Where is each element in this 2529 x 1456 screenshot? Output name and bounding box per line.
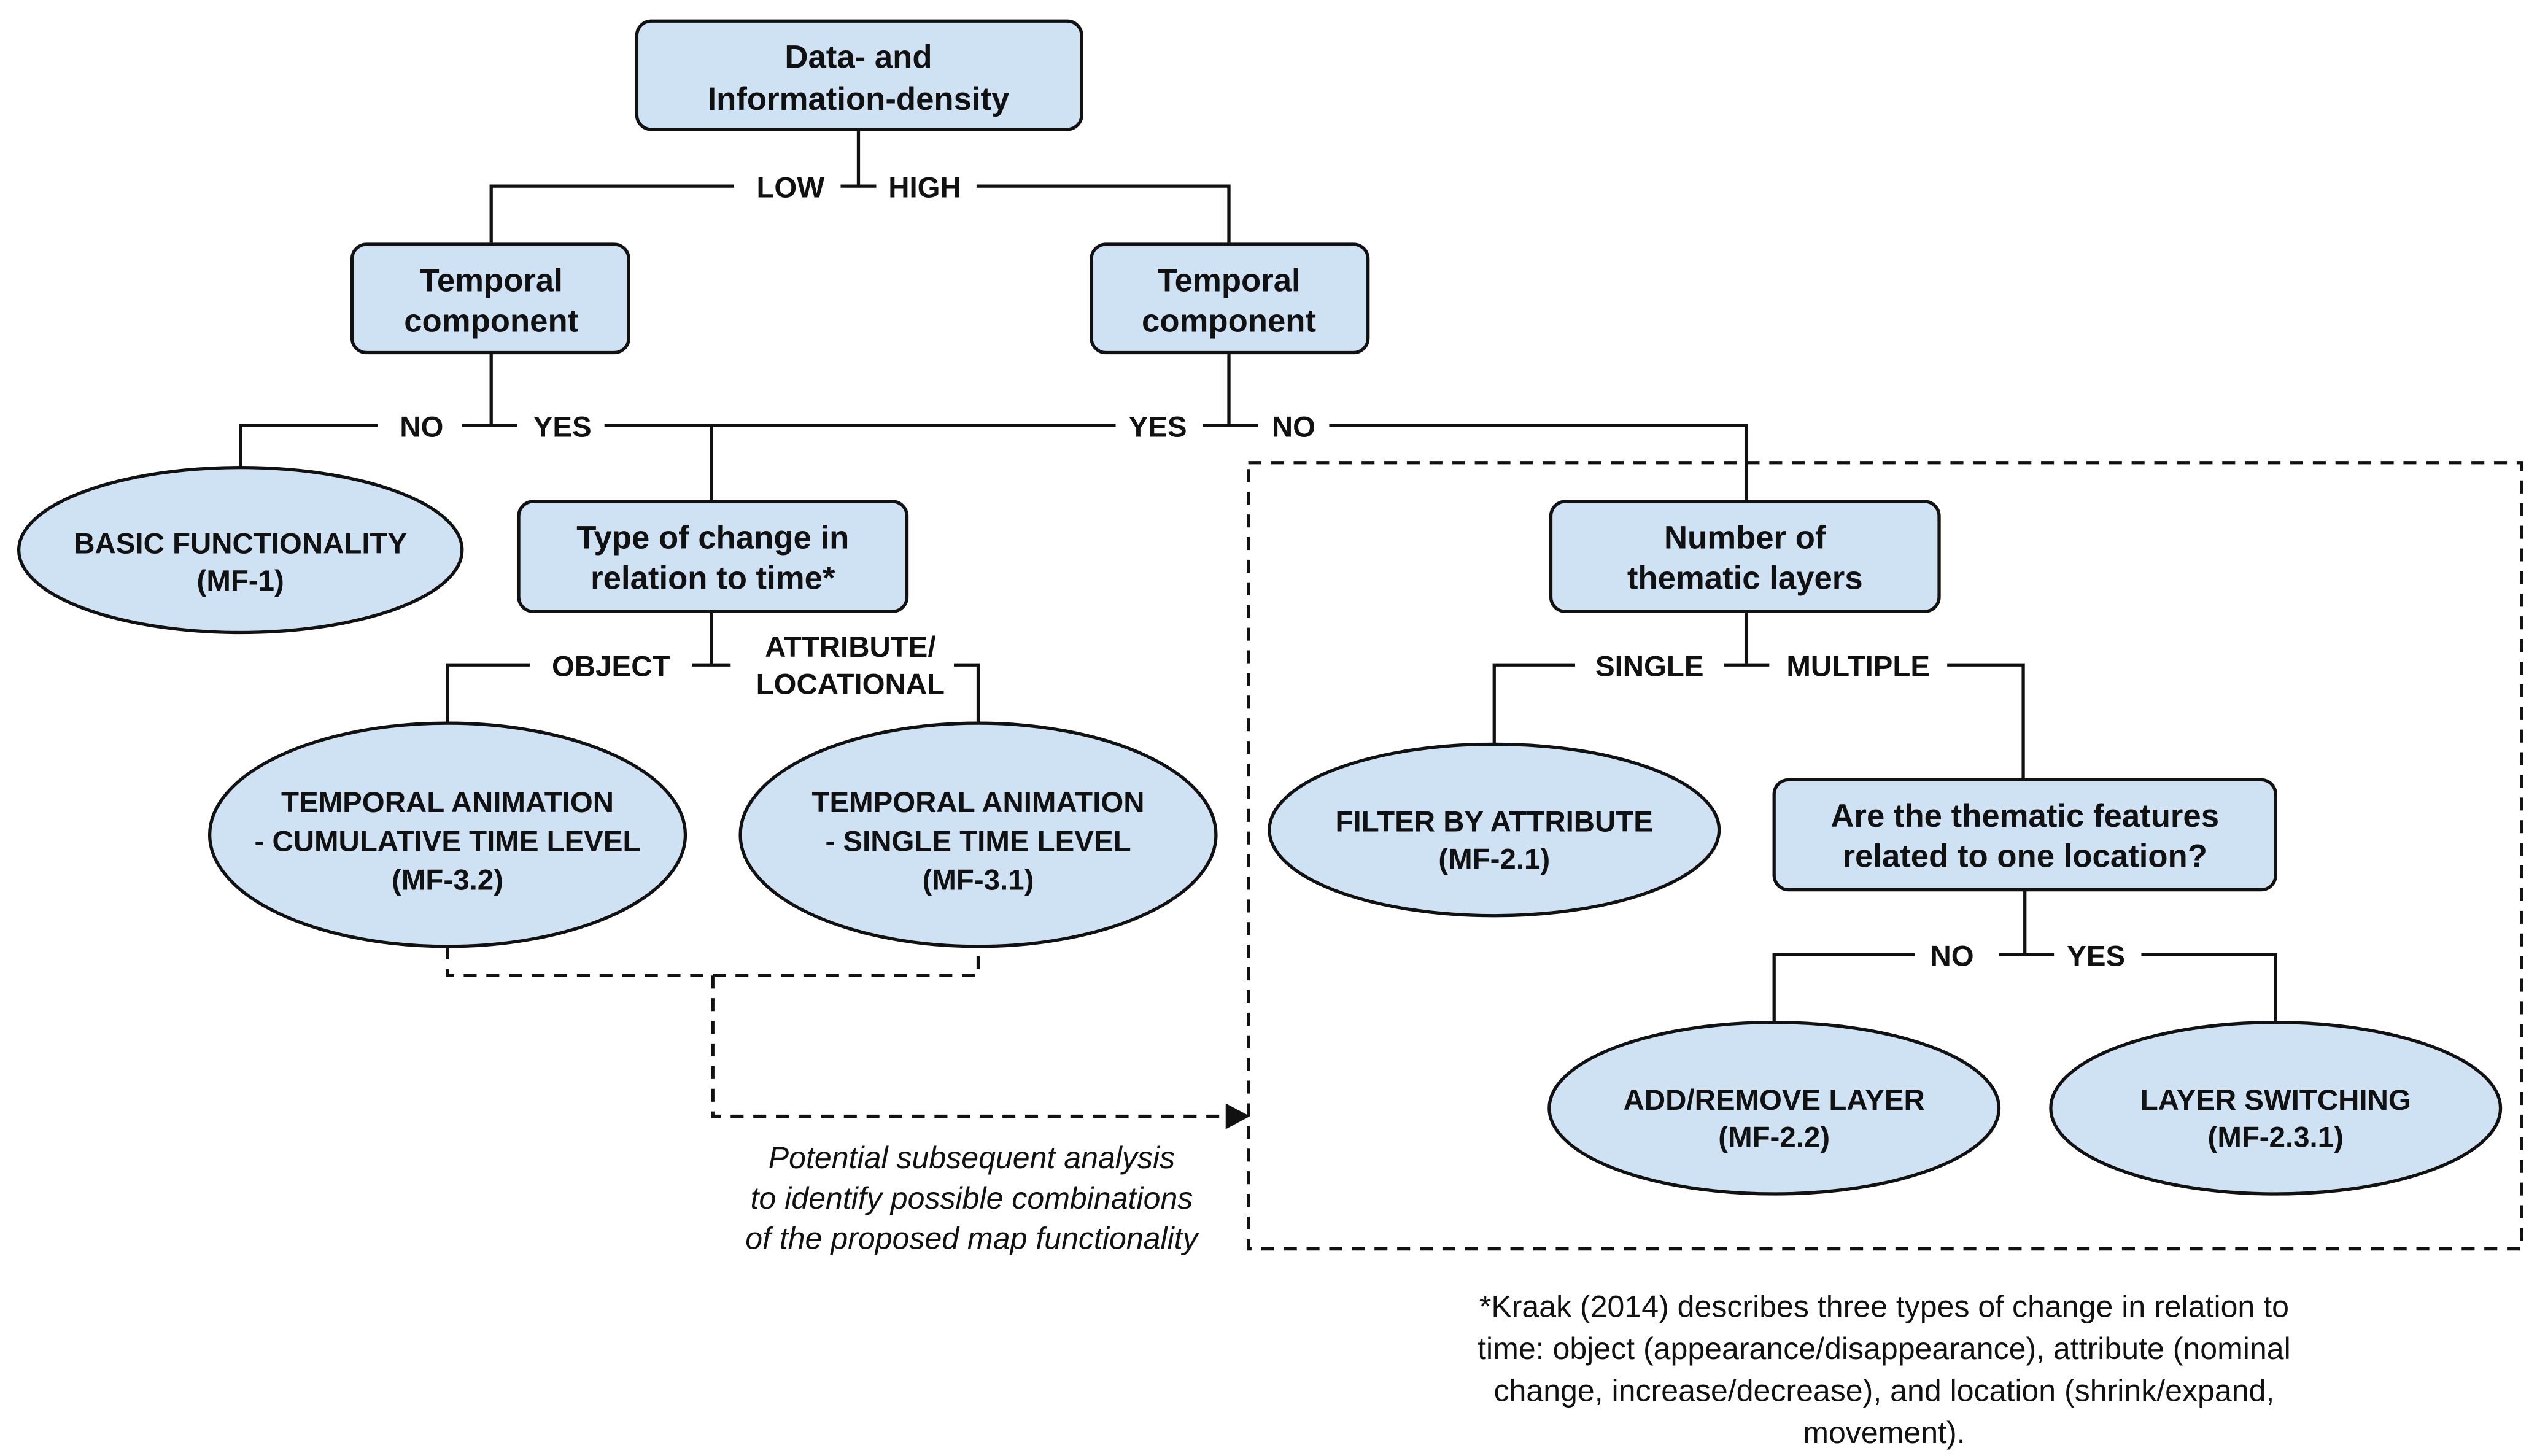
node-anim-cumulative-ellipse bbox=[207, 721, 687, 948]
label-attribute-line2: LOCATIONAL bbox=[756, 668, 945, 701]
node-layer-switching-line1: LAYER SWITCHING bbox=[2140, 1084, 2411, 1117]
connector-object bbox=[446, 663, 530, 722]
label-yes-switch: YES bbox=[2067, 940, 2125, 972]
connector-yes-type bbox=[604, 424, 1116, 502]
node-thematic-layers-box bbox=[1549, 500, 1941, 613]
node-thematic-layers-line2: thematic layers bbox=[1627, 560, 1863, 596]
footnote-line4: movement). bbox=[1803, 1415, 1965, 1450]
dashed-region-box bbox=[1247, 461, 2523, 1251]
node-thematic-layers-line1: Number of bbox=[1664, 519, 1826, 556]
footnote-line3: change, increase/decrease), and location… bbox=[1494, 1373, 2275, 1408]
connector-attribute bbox=[953, 663, 980, 722]
connector-type-change bbox=[692, 611, 731, 667]
node-features-location-line2: related to one location? bbox=[1842, 838, 2207, 875]
node-layer-switching: LAYER SWITCHING (MF-2.3.1) bbox=[2049, 1021, 2503, 1196]
connector-no-basic bbox=[239, 424, 378, 467]
node-temporal-low-line2: component bbox=[404, 303, 578, 339]
connector-features bbox=[1999, 889, 2055, 956]
node-filter-line1: FILTER BY ATTRIBUTE bbox=[1336, 806, 1653, 838]
label-no-add: NO bbox=[1931, 940, 1974, 972]
node-filter-attribute: FILTER BY ATTRIBUTE (MF-2.1) bbox=[1268, 742, 1721, 918]
node-add-remove-line2: (MF-2.2) bbox=[1718, 1121, 1830, 1154]
node-filter-ellipse bbox=[1268, 742, 1721, 918]
connector-temporal-low bbox=[462, 352, 517, 427]
node-basic-functionality: BASIC FUNCTIONALITY (MF-1) bbox=[17, 466, 464, 635]
label-high: HIGH bbox=[888, 172, 961, 204]
connectors bbox=[239, 129, 2277, 1023]
node-layer-switching-line2: (MF-2.3.1) bbox=[2208, 1121, 2344, 1154]
footnote-line1: *Kraak (2014) describes three types of c… bbox=[1479, 1289, 2289, 1323]
connector-no-add bbox=[1772, 953, 1915, 1023]
node-anim-cumulative-line2: - CUMULATIVE TIME LEVEL bbox=[255, 825, 641, 858]
label-yes-type: YES bbox=[533, 411, 592, 444]
note-line1: Potential subsequent analysis bbox=[769, 1140, 1175, 1175]
node-features-location: Are the thematic features related to one… bbox=[1772, 778, 2277, 892]
branch-labels: LOW HIGH NO YES YES NO OBJECT ATTRIBUTE/… bbox=[400, 172, 2125, 973]
note-line3: of the proposed map functionality bbox=[745, 1222, 1199, 1256]
node-thematic-layers: Number of thematic layers bbox=[1549, 500, 1941, 613]
footnote-line2: time: object (appearance/disappearance),… bbox=[1478, 1331, 2291, 1366]
node-temporal-low: Temporal component bbox=[350, 242, 630, 355]
footnote: *Kraak (2014) describes three types of c… bbox=[1478, 1289, 2291, 1450]
node-anim-single-line1: TEMPORAL ANIMATION bbox=[812, 786, 1145, 819]
label-single: SINGLE bbox=[1595, 651, 1704, 683]
connector-root bbox=[840, 129, 877, 188]
label-no-basic: NO bbox=[400, 411, 443, 444]
arrowhead-icon bbox=[1225, 1103, 1250, 1129]
dashed-arrow-line bbox=[711, 975, 1226, 1118]
node-type-change-line2: relation to time* bbox=[591, 560, 835, 596]
node-type-change: Type of change in relation to time* bbox=[517, 500, 909, 613]
note-line2: to identify possible combinations bbox=[751, 1181, 1193, 1215]
connector-no-layers bbox=[1329, 424, 1749, 502]
node-root-line2: Information-density bbox=[708, 81, 1010, 117]
node-anim-single-line2: - SINGLE TIME LEVEL bbox=[825, 825, 1131, 858]
node-features-location-box bbox=[1772, 778, 2277, 892]
node-temporal-low-box bbox=[350, 242, 630, 355]
connector-multiple bbox=[1947, 663, 2025, 780]
node-temporal-high-line1: Temporal bbox=[1157, 262, 1300, 298]
label-attribute-line1: ATTRIBUTE/ bbox=[765, 631, 935, 664]
connector-high-branch bbox=[976, 184, 1231, 243]
node-filter-line2: (MF-2.1) bbox=[1438, 843, 1550, 875]
node-root-box bbox=[635, 19, 1083, 131]
node-root-line1: Data- and bbox=[784, 39, 932, 76]
dashed-elements bbox=[446, 461, 2523, 1251]
label-yes-high: YES bbox=[1129, 411, 1187, 444]
node-basic-ellipse bbox=[17, 466, 464, 635]
node-temporal-high-box bbox=[1090, 242, 1370, 355]
node-temporal-low-line1: Temporal bbox=[420, 262, 563, 298]
node-anim-single-ellipse bbox=[738, 721, 1218, 948]
node-layer-switching-ellipse bbox=[2049, 1021, 2503, 1196]
label-object: OBJECT bbox=[552, 651, 670, 683]
dashed-bracket bbox=[446, 946, 980, 977]
node-add-remove-ellipse bbox=[1547, 1021, 2001, 1196]
connector-temporal-high bbox=[1203, 352, 1258, 427]
label-low: LOW bbox=[756, 172, 824, 204]
node-anim-single: TEMPORAL ANIMATION - SINGLE TIME LEVEL (… bbox=[738, 721, 1218, 948]
analysis-note: Potential subsequent analysis to identif… bbox=[745, 1140, 1199, 1256]
connector-thematic bbox=[1724, 611, 1770, 667]
node-root: Data- and Information-density bbox=[635, 19, 1083, 131]
node-add-remove-layer: ADD/REMOVE LAYER (MF-2.2) bbox=[1547, 1021, 2001, 1196]
node-type-change-box bbox=[517, 500, 909, 613]
node-anim-cumulative-line3: (MF-3.2) bbox=[392, 864, 503, 897]
node-anim-cumulative: TEMPORAL ANIMATION - CUMULATIVE TIME LEV… bbox=[207, 721, 687, 948]
node-basic-line1: BASIC FUNCTIONALITY bbox=[74, 527, 407, 560]
node-anim-single-line3: (MF-3.1) bbox=[923, 864, 1034, 897]
node-add-remove-line1: ADD/REMOVE LAYER bbox=[1624, 1084, 1925, 1117]
node-temporal-high-line2: component bbox=[1142, 303, 1316, 339]
node-type-change-line1: Type of change in bbox=[576, 519, 849, 556]
node-features-location-line1: Are the thematic features bbox=[1830, 798, 2219, 834]
connector-low-branch bbox=[489, 184, 734, 243]
node-anim-cumulative-line1: TEMPORAL ANIMATION bbox=[281, 786, 614, 819]
node-basic-line2: (MF-1) bbox=[197, 565, 284, 597]
label-multiple: MULTIPLE bbox=[1786, 651, 1930, 683]
node-temporal-high: Temporal component bbox=[1090, 242, 1370, 355]
connector-yes-switch bbox=[2141, 953, 2277, 1023]
connector-single bbox=[1492, 663, 1576, 745]
label-no-high: NO bbox=[1272, 411, 1315, 444]
